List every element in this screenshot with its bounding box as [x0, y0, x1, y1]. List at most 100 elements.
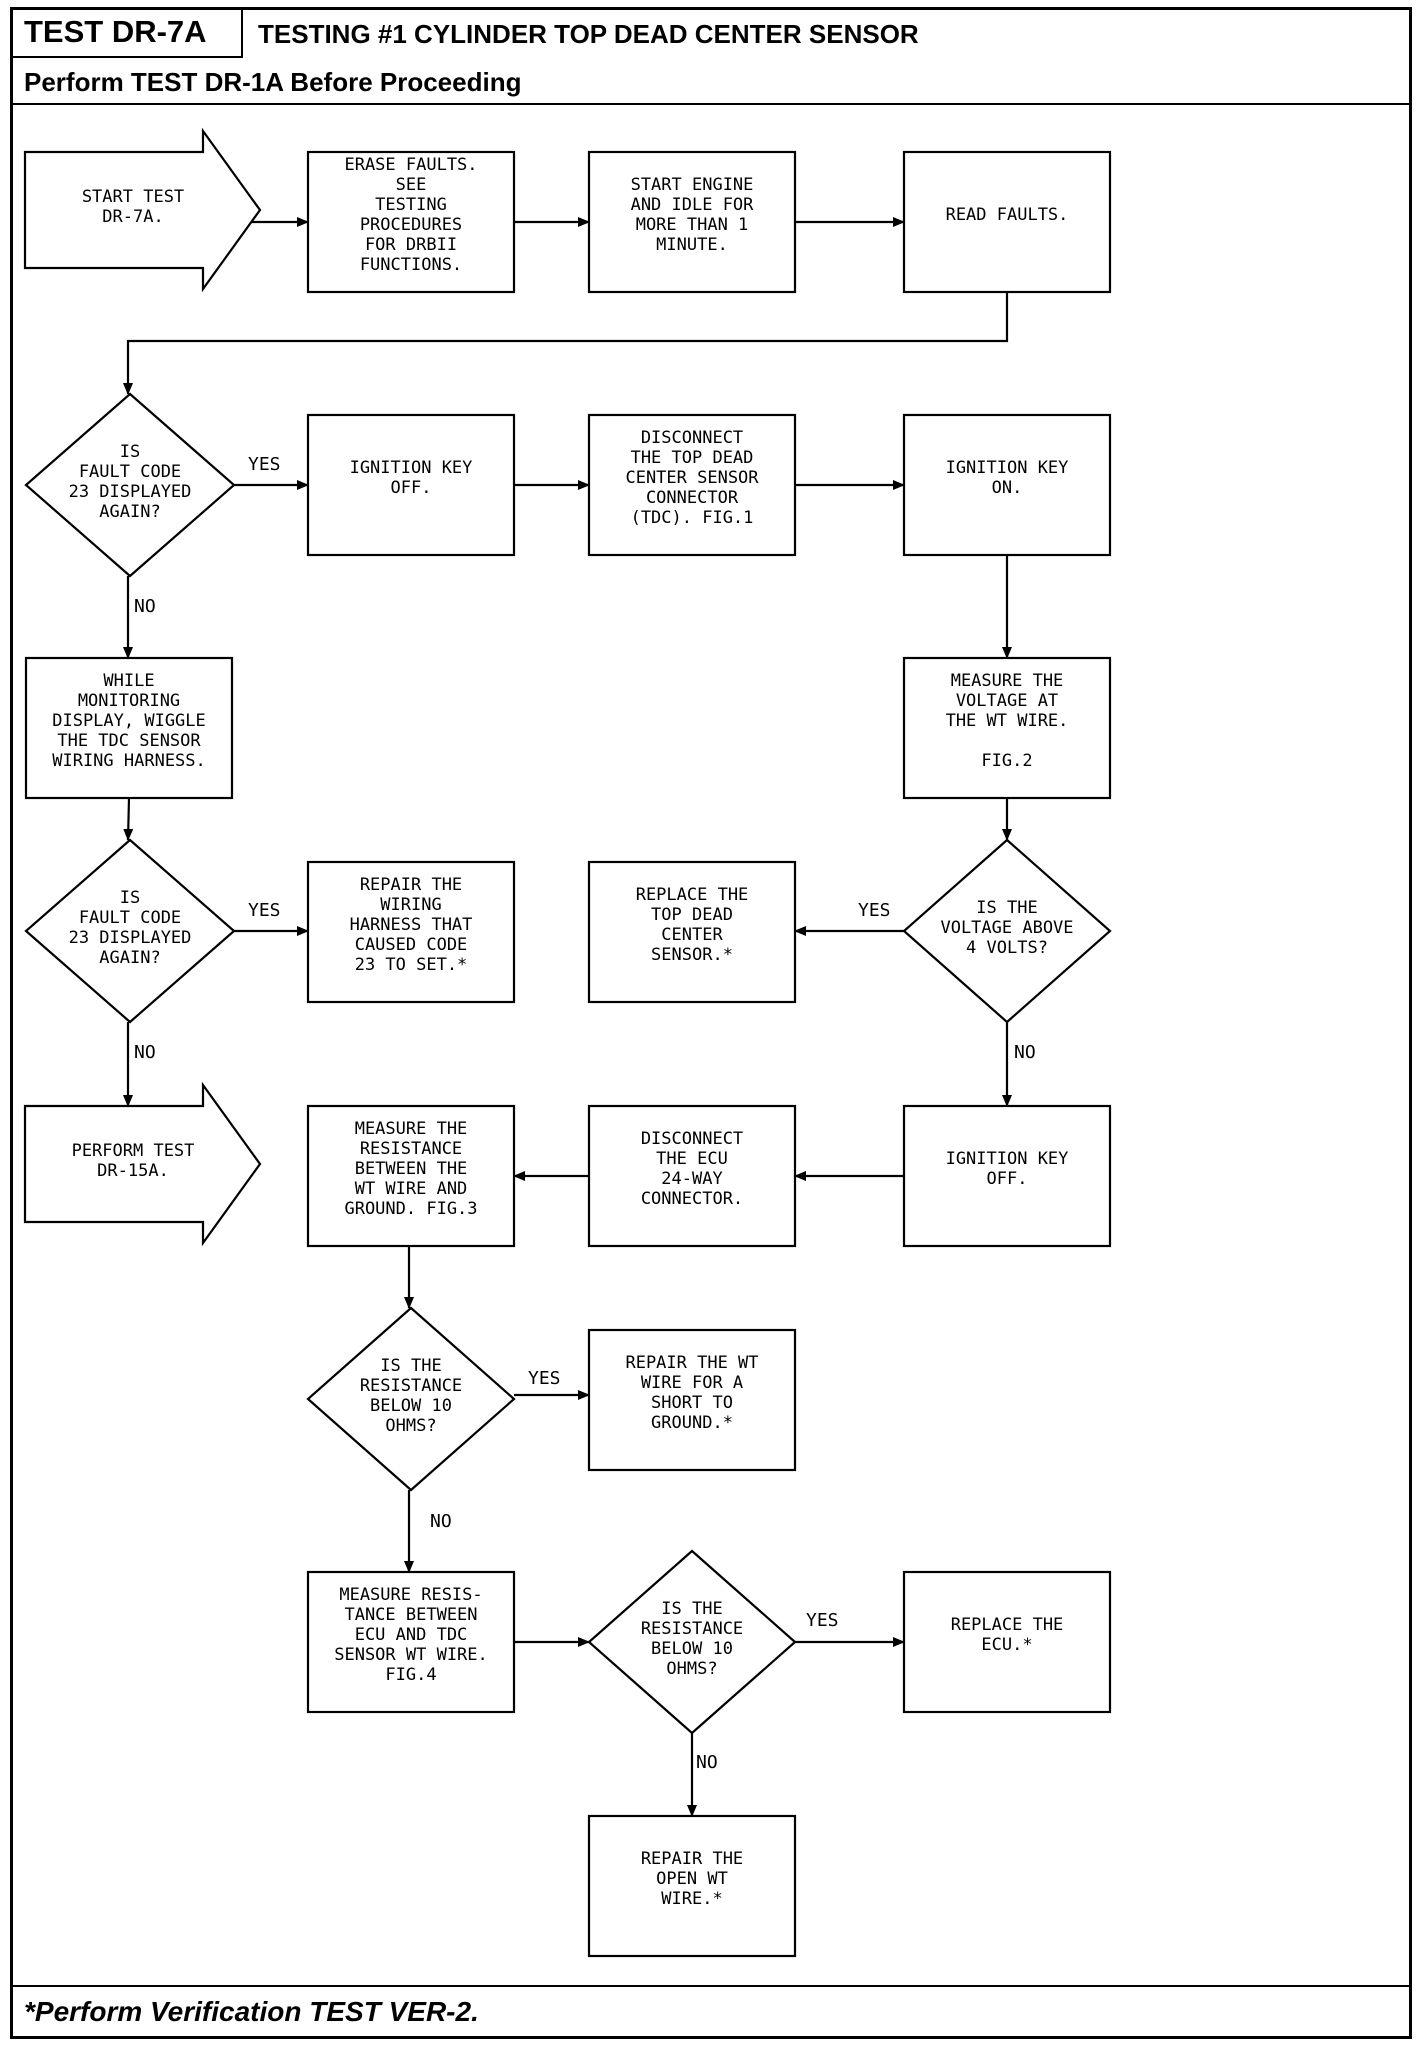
process-box [306, 1570, 516, 1714]
edge-label-yes: YES [806, 1610, 839, 1631]
process-box [24, 656, 234, 800]
process-box [902, 656, 1112, 800]
edge-label-no: NO [134, 1042, 156, 1063]
node-text-line: CENTER SENSOR [625, 468, 759, 488]
edge-read-to-d1 [123, 292, 1009, 395]
node-text-line: OPEN WT [656, 1869, 728, 1889]
node-text-line: WIRE.* [661, 1889, 722, 1909]
node-text-line: ECU AND TDC [355, 1625, 468, 1645]
node-text-line: OFF. [987, 1169, 1028, 1189]
node-text-line: IGNITION KEY [350, 458, 473, 478]
process-box [902, 1570, 1112, 1714]
node-text-line: OFF. [391, 478, 432, 498]
node-text-line: DR-7A. [102, 207, 163, 227]
node-text-line: CONNECTOR [646, 488, 739, 508]
node-text-line: WHILE [103, 671, 154, 691]
node-text-line: IGNITION KEY [946, 1149, 1069, 1169]
process-box [306, 1104, 516, 1248]
node-text-line: TANCE BETWEEN [344, 1605, 477, 1625]
node-text-line: OHMS? [385, 1416, 436, 1436]
node-text-line: FAULT CODE [79, 908, 181, 928]
node-text-line: DISPLAY, WIGGLE [52, 711, 206, 731]
node-text-line: WIRE FOR A [641, 1373, 743, 1393]
node-text-line: MEASURE RESIS- [339, 1585, 482, 1605]
edge-label-no: NO [1014, 1042, 1036, 1063]
node-text-line: RESISTANCE [641, 1619, 743, 1639]
node-text-line: MINUTE. [656, 235, 728, 255]
node-text-line: CAUSED CODE [355, 935, 468, 955]
edge-label-no: NO [134, 596, 156, 617]
node-text-line: IS [120, 888, 140, 908]
node-text-line: THE TOP DEAD [631, 448, 754, 468]
node-text-line: 23 DISPLAYED [69, 482, 192, 502]
node-text-line: THE WT WIRE. [946, 711, 1069, 731]
footer-note: *Perform Verification TEST VER-2. [24, 1996, 479, 2027]
process-box [587, 1814, 797, 1958]
node-text-line: DR-15A. [97, 1161, 169, 1181]
node-text-line: 23 DISPLAYED [69, 928, 192, 948]
process-box [902, 1104, 1112, 1248]
node-text-line: WIRING [380, 895, 441, 915]
edge-label-yes: YES [248, 900, 281, 921]
edge-label-yes: YES [858, 900, 891, 921]
node-text-line: THE ECU [656, 1149, 728, 1169]
node-text-line: WIRING HARNESS. [52, 751, 206, 771]
process-box [902, 413, 1112, 557]
node-read: READ FAULTS. [902, 150, 1112, 294]
node-text-line: GROUND. FIG.3 [344, 1199, 477, 1219]
process-box [306, 150, 516, 294]
node-text-line: CONNECTOR. [641, 1189, 743, 1209]
node-text-line: FOR DRBII [365, 235, 457, 255]
node-text-line: OHMS? [666, 1659, 717, 1679]
node-text-line: FIG.4 [385, 1665, 436, 1685]
node-text-line: BELOW 10 [370, 1396, 452, 1416]
node-text-line: SENSOR.* [651, 945, 733, 965]
process-box [587, 1328, 797, 1472]
process-box [587, 1104, 797, 1248]
node-text-line: MONITORING [78, 691, 180, 711]
node-text-line: IS THE [976, 898, 1037, 918]
node-text-line: AGAIN? [99, 948, 160, 968]
node-text-line: WT WIRE AND [355, 1179, 468, 1199]
node-text-line: REPAIR THE [360, 875, 462, 895]
node-text-line: (TDC). FIG.1 [631, 508, 754, 528]
block-arrow-shape [23, 127, 262, 293]
node-text-line: RESISTANCE [360, 1139, 462, 1159]
test-id: TEST DR-7A [10, 7, 243, 58]
edge-label-no: NO [696, 1752, 718, 1773]
node-text-line: VOLTAGE AT [956, 691, 1058, 711]
decision-diamond [587, 1549, 797, 1735]
edge-label-yes: YES [248, 454, 281, 475]
node-text-line: TOP DEAD [651, 905, 733, 925]
node-text-line: READ FAULTS. [946, 205, 1069, 225]
decision-diamond [902, 838, 1112, 1024]
node-text-line: DISCONNECT [641, 1129, 743, 1149]
node-text-line: HARNESS THAT [350, 915, 473, 935]
node-text-line: SEE [396, 175, 427, 195]
page-subtitle: Perform TEST DR-1A Before Proceeding [24, 67, 522, 97]
page-frame [10, 7, 1412, 2039]
node-text-line: ERASE FAULTS. [344, 155, 477, 175]
footer-divider [10, 1985, 1412, 1987]
node-text-line: IS [120, 442, 140, 462]
node-text-line: REPLACE THE [951, 1615, 1064, 1635]
edge-label-no: NO [430, 1511, 452, 1532]
edge-wiggle-to-d2 [123, 797, 134, 841]
page-title: TESTING #1 CYLINDER TOP DEAD CENTER SENS… [258, 19, 919, 49]
node-text-line: GROUND.* [651, 1413, 733, 1433]
node-text-line: START TEST [82, 187, 184, 207]
node-text-line: SHORT TO [651, 1393, 733, 1413]
